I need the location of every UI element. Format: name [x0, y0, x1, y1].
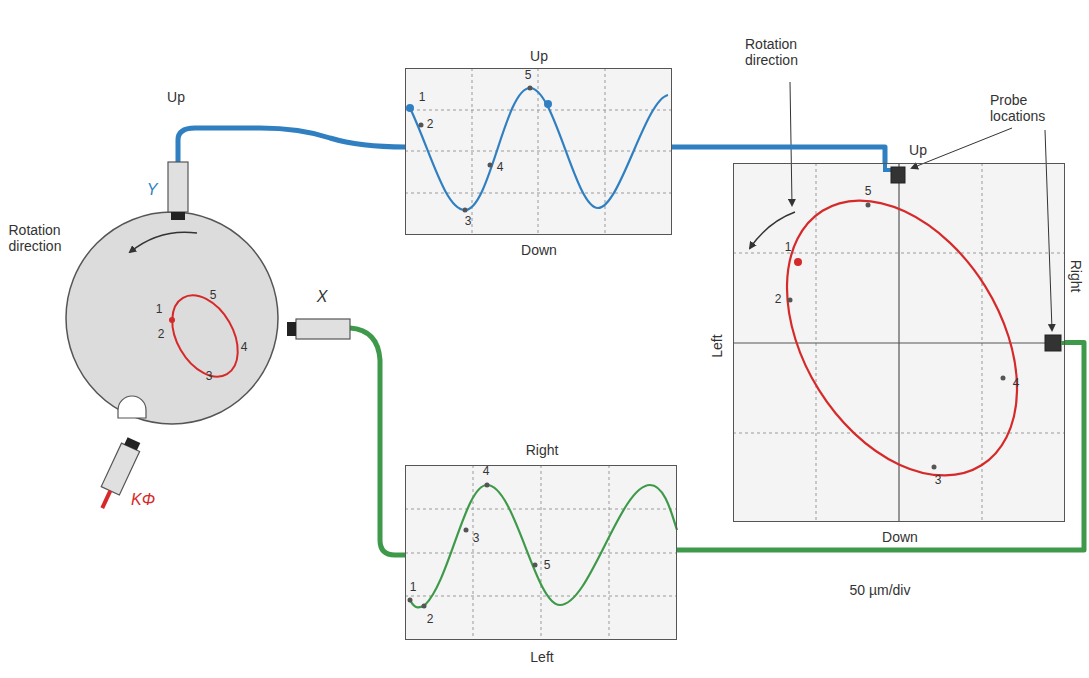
callout-number: 5 [865, 185, 872, 199]
probe-name: X [317, 288, 328, 306]
callout-number: 2 [427, 613, 434, 627]
callout-number: 4 [483, 465, 490, 479]
callout-number: 1 [410, 581, 417, 595]
callout-number: 1 [156, 303, 163, 317]
orbit-ellipse [739, 159, 1064, 517]
callout-number: 4 [241, 341, 248, 355]
probe-cable [677, 343, 1084, 551]
annotation: Rotation direction [9, 222, 84, 254]
y-cable [178, 128, 405, 165]
rotor-orbit [159, 284, 251, 388]
y-waveform [410, 88, 668, 210]
callout-number: 2 [427, 118, 434, 132]
callout-number: 3 [465, 215, 472, 229]
direction-label: Right [1068, 260, 1084, 293]
probe-cable [672, 147, 885, 163]
direction-label: Right [526, 442, 559, 458]
orbit-grid [733, 163, 1065, 522]
leader-line [790, 82, 792, 205]
probe-direction: Up [167, 89, 185, 105]
annotation: Probe locations [990, 92, 1080, 124]
direction-label: Up [530, 48, 548, 64]
scope-grid [405, 68, 672, 235]
rotor-disc [66, 212, 278, 424]
orbit-crosshair [733, 163, 1065, 522]
x-probe-tip [287, 322, 296, 336]
scope-grid [405, 465, 677, 640]
callout-number: 2 [775, 293, 782, 307]
x-waveform [410, 485, 677, 607]
keyphasor-notch [118, 396, 146, 418]
leader-line [1045, 130, 1052, 330]
callout-number: 5 [210, 289, 217, 303]
direction-label: Left [530, 649, 553, 665]
scope-screen [405, 465, 677, 640]
callout-number: 4 [497, 161, 504, 175]
scope-screen: RightLeft [405, 465, 677, 640]
callout-number: 2 [158, 328, 165, 342]
direction-label: Up [909, 142, 927, 158]
y-probe-tip [171, 212, 185, 220]
y-probe [168, 162, 188, 212]
orbit-dot [169, 317, 175, 323]
callout-number: 5 [525, 69, 532, 83]
direction-label: Down [521, 242, 557, 258]
probe-marker [891, 167, 905, 183]
callout-number: 1 [785, 241, 792, 255]
scale-label: 50 µm/div [850, 582, 911, 598]
x-cable [350, 328, 405, 555]
probe-name: KΦ [131, 491, 155, 509]
orbit-screen [733, 163, 1065, 522]
probe-name: Y [147, 181, 158, 199]
rotation-arrow [130, 232, 197, 252]
callout-number: 3 [473, 532, 480, 546]
orbit-display: UpRightLeftDown [733, 163, 1065, 522]
callout-number: 3 [935, 474, 942, 488]
leader-line [912, 128, 1012, 168]
direction-label: Left [709, 334, 725, 357]
direction-label: Down [882, 529, 918, 545]
probe-marker [1045, 335, 1061, 351]
callout-number: 4 [1013, 377, 1020, 391]
callout-number: 5 [544, 559, 551, 573]
scope-screen: UpDown [405, 68, 672, 235]
callout-number: 1 [419, 91, 426, 105]
callout-number: 3 [206, 370, 213, 384]
annotation: Rotation direction [745, 36, 835, 68]
x-probe [296, 319, 350, 339]
scope-screen [405, 68, 672, 235]
